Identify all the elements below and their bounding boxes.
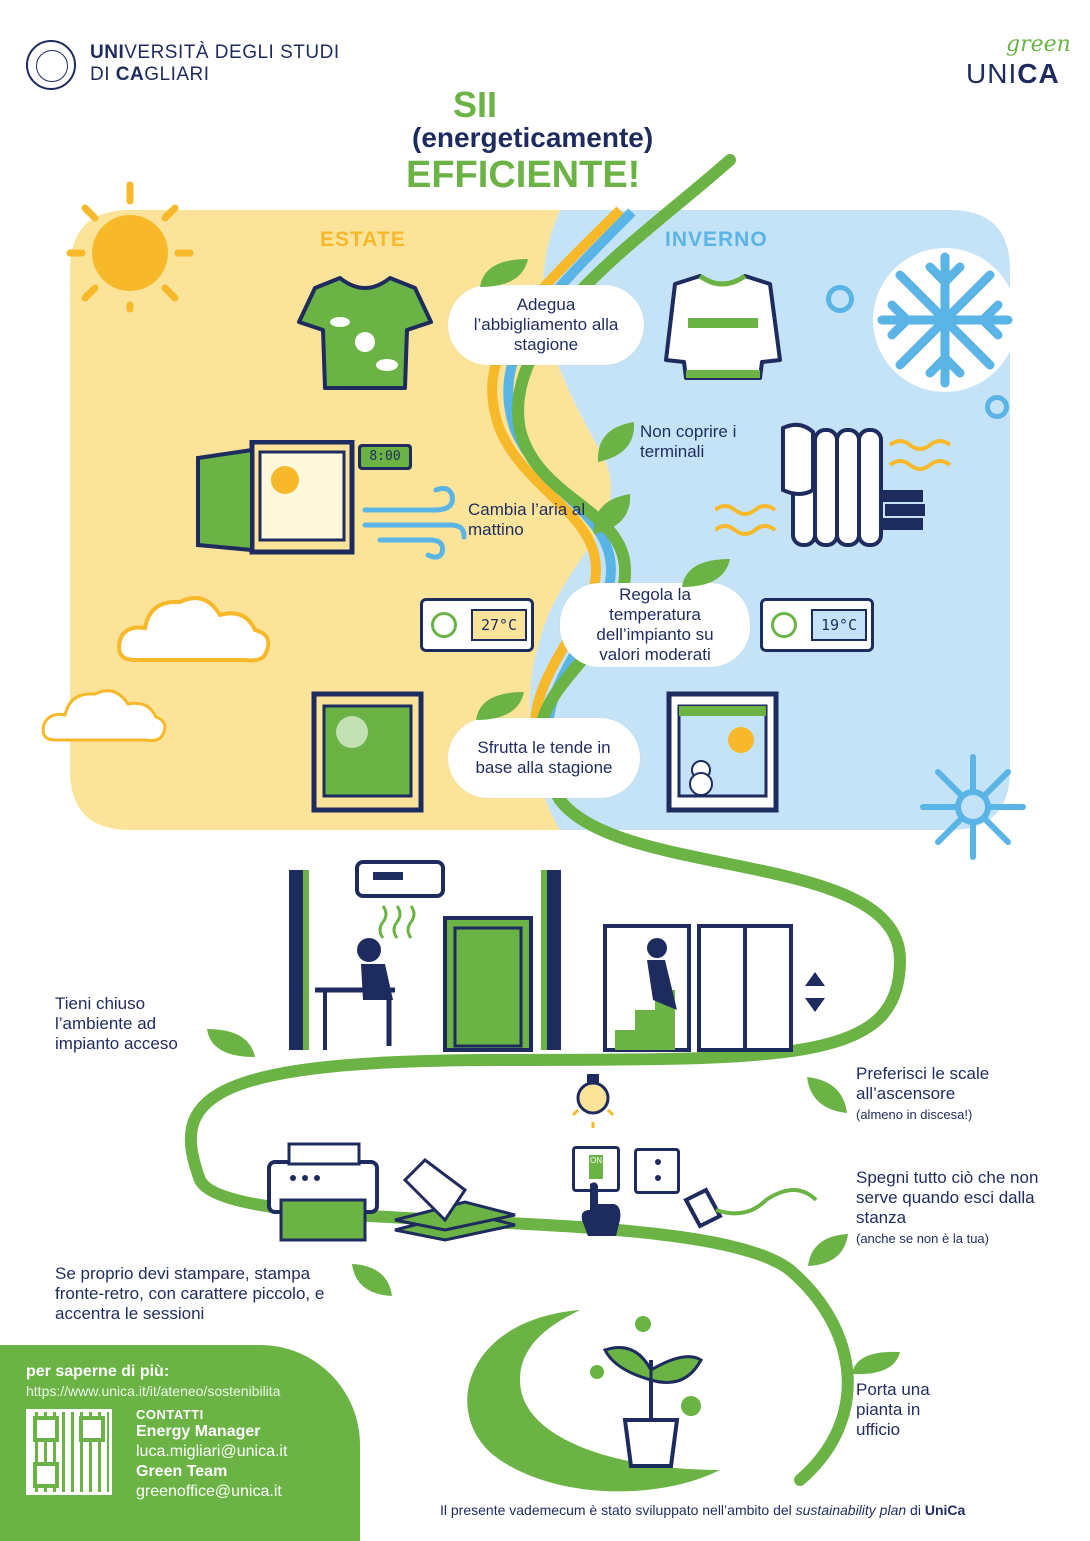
contacts-panel: per saperne di più: https://www.unica.it… <box>0 1345 360 1541</box>
thermostat-winter: 19°C <box>760 598 874 652</box>
energy-manager-email[interactable]: luca.migliari@unica.it <box>136 1443 288 1460</box>
leaf-icon <box>808 1234 848 1266</box>
leaf-icon <box>476 692 524 720</box>
tip-switch-off-note: (anche se non è la tua) <box>856 1231 989 1246</box>
title-line1: SII <box>452 84 497 125</box>
switch-label: ON <box>589 1155 603 1179</box>
radiator-icon <box>715 422 952 547</box>
decor-ring-2 <box>985 395 1009 419</box>
printer-icon <box>267 1142 516 1242</box>
window-blind-summer-icon <box>311 691 424 813</box>
title-line2: (energeticamente) <box>412 122 654 153</box>
tip-clothing: Adegua l’abbigliamento alla stagione <box>448 285 644 365</box>
leaf-icon <box>593 494 631 534</box>
tip-temperature: Regola la temperatura dell’impianto su v… <box>560 583 750 667</box>
snowflake-icon <box>873 248 1017 392</box>
energy-manager-label: Energy Manager <box>136 1423 261 1440</box>
season-winter: INVERNO <box>665 228 768 251</box>
hand-pointer-icon <box>581 1182 621 1236</box>
university-seal <box>26 40 76 90</box>
tip-closed: Tieni chiuso l’ambiente ad impianto acce… <box>55 994 178 1053</box>
season-summer: ESTATE <box>320 228 406 251</box>
tip-air: Cambia l’aria al mattino <box>468 500 586 539</box>
thermostat-winter-display: 19°C <box>811 609 867 641</box>
logo-uni: UNI <box>966 58 1018 89</box>
green-team-email[interactable]: greenoffice@unica.it <box>136 1483 282 1500</box>
thermostat-summer: 27°C <box>420 598 534 652</box>
cloud-icon <box>117 596 271 663</box>
wind-icon <box>362 485 467 560</box>
university-name: UNIVERSITÀ DEGLI STUDI DI CAGLIARI <box>90 42 340 85</box>
tip-print: Se proprio devi stampare, stampa fronte-… <box>55 1264 325 1323</box>
digital-clock: 8:00 <box>358 444 412 470</box>
green-path <box>184 154 907 1486</box>
leaf-icon <box>597 422 635 462</box>
title-line3: EFFICIENTE! <box>406 154 641 196</box>
logo-ca: CA <box>1017 58 1060 89</box>
decor-ring-1 <box>826 285 854 313</box>
plug-icon <box>683 1187 818 1229</box>
qr-code[interactable] <box>26 1409 112 1495</box>
tshirt-icon <box>297 276 433 390</box>
sweater-icon <box>664 273 782 380</box>
tip-curtains: Sfrutta le tende in base alla stagione <box>448 718 640 798</box>
power-socket <box>634 1148 680 1194</box>
tip-terminals: Non coprire i terminali <box>640 422 737 461</box>
snowflake-small-icon <box>920 754 1026 860</box>
leaf-icon <box>807 1077 847 1113</box>
more-info-label: per saperne di più: <box>26 1363 170 1380</box>
leaf-icon <box>682 559 730 587</box>
leaf-icon <box>480 259 528 287</box>
office-scene-icon <box>289 860 825 1052</box>
sun-icon <box>66 181 194 313</box>
big-leaf <box>467 1310 720 1492</box>
green-unica-logo: green UNICA <box>966 32 1071 92</box>
more-info-url[interactable]: https://www.unica.it/it/ateneo/sostenibi… <box>26 1383 281 1399</box>
leaf-icon <box>852 1351 900 1375</box>
logo-script: green <box>1006 32 1071 57</box>
clock-display: 8:00 <box>361 447 409 467</box>
tip-stairs: Preferisci le scale all’ascensore(almeno… <box>856 1064 990 1122</box>
window-winter-icon <box>666 691 779 813</box>
plant-icon <box>590 1316 703 1468</box>
green-team-label: Green Team <box>136 1463 228 1480</box>
footnote: Il presente vademecum è stato sviluppato… <box>440 1502 966 1518</box>
tip-switch-off: Spegni tutto ciò che non serve quando es… <box>856 1168 1039 1246</box>
open-window-icon <box>196 440 355 555</box>
tip-stairs-note: (almeno in discesa!) <box>856 1107 973 1122</box>
thermostat-summer-display: 27°C <box>471 609 527 641</box>
lightbulb-icon <box>571 1074 615 1128</box>
cloud-small-icon <box>41 689 167 742</box>
contacts-heading: CONTATTI <box>136 1407 204 1422</box>
leaf-icon <box>207 1029 255 1057</box>
leaf-icon <box>352 1264 392 1296</box>
tip-plant: Porta una pianta in ufficio <box>856 1380 930 1439</box>
